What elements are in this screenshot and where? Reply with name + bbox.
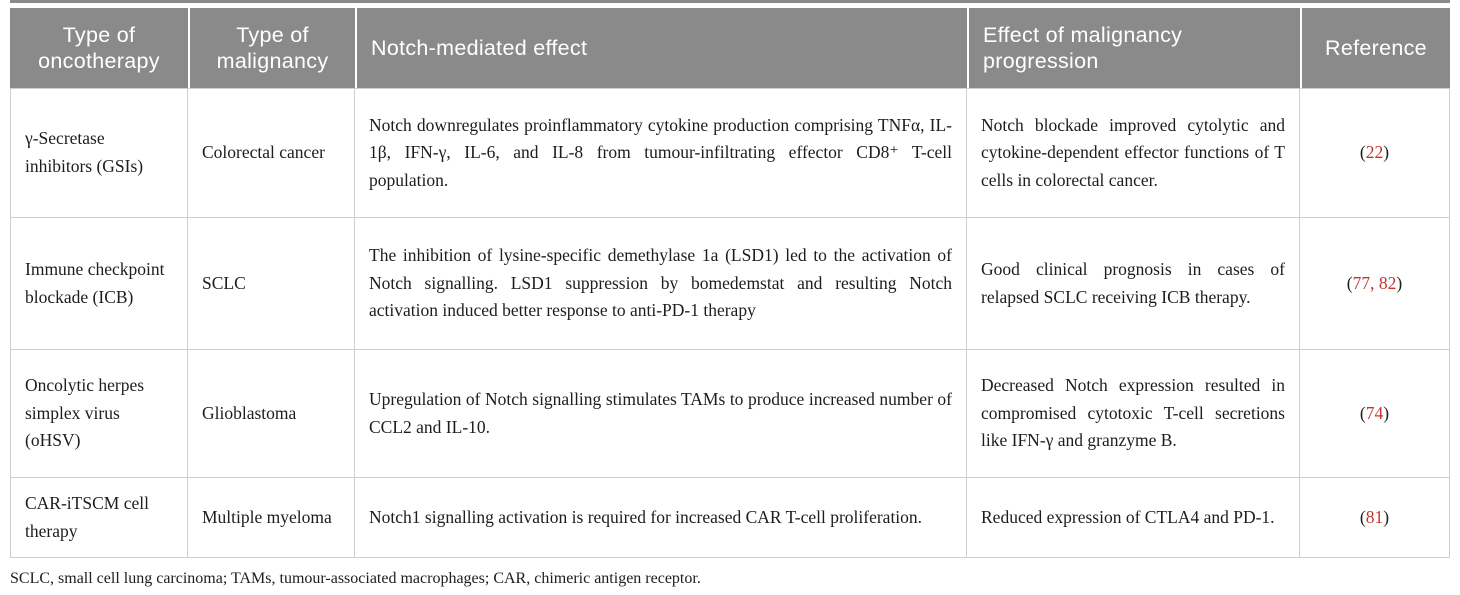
table-top-border	[10, 0, 1450, 3]
cell-notch-effect: Notch1 signalling activation is required…	[355, 478, 967, 559]
column-header-malignancy: Type of malignancy	[188, 8, 355, 88]
cell-malignancy: SCLC	[188, 218, 355, 350]
cell-notch-effect: Upregulation of Notch signalling stimula…	[355, 350, 967, 478]
cell-reference: (22)	[1300, 88, 1450, 218]
cell-oncotherapy: Immune checkpoint blockade (ICB)	[10, 218, 188, 350]
reference-link[interactable]: 77, 82	[1352, 272, 1397, 293]
reference-paren-close: )	[1383, 142, 1390, 163]
cell-malignancy: Colorectal cancer	[188, 88, 355, 218]
cell-reference: (77, 82)	[1300, 218, 1450, 350]
table-row: Oncolytic herpes simplex virus (oHSV)Gli…	[10, 350, 1450, 478]
cell-progression: Notch blockade improved cytolytic and cy…	[967, 88, 1300, 218]
reference-link[interactable]: 22	[1365, 142, 1384, 163]
column-header-notch-effect: Notch-mediated effect	[355, 8, 967, 88]
cell-malignancy: Multiple myeloma	[188, 478, 355, 559]
cell-progression: Good clinical prognosis in cases of rela…	[967, 218, 1300, 350]
table-header-row: Type of oncotherapy Type of malignancy N…	[10, 8, 1450, 88]
reference-paren-open: (	[1359, 506, 1366, 527]
cell-progression: Reduced expression of CTLA4 and PD-1.	[967, 478, 1300, 559]
reference-paren-open: (	[1346, 272, 1353, 293]
cell-oncotherapy: CAR-iTSCM cell therapy	[10, 478, 188, 559]
reference-paren-close: )	[1383, 506, 1390, 527]
table-body: γ-Secretase inhibitors (GSIs)Colorectal …	[10, 88, 1450, 559]
cell-oncotherapy: Oncolytic herpes simplex virus (oHSV)	[10, 350, 188, 478]
cell-reference: (81)	[1300, 478, 1450, 559]
cell-malignancy: Glioblastoma	[188, 350, 355, 478]
reference-paren-close: )	[1396, 272, 1403, 293]
reference-paren-close: )	[1383, 402, 1390, 423]
cell-progression: Decreased Notch expression resulted in c…	[967, 350, 1300, 478]
column-header-reference: Reference	[1300, 8, 1450, 88]
reference-link[interactable]: 81	[1365, 506, 1384, 527]
oncotherapy-table: Type of oncotherapy Type of malignancy N…	[10, 8, 1450, 559]
cell-notch-effect: Notch downregulates proinflammatory cyto…	[355, 88, 967, 218]
table-footnote: SCLC, small cell lung carcinoma; TAMs, t…	[10, 570, 701, 588]
column-header-progression: Effect of malignancy progression	[967, 8, 1300, 88]
reference-paren-open: (	[1359, 142, 1366, 163]
column-header-oncotherapy: Type of oncotherapy	[10, 8, 188, 88]
table-row: γ-Secretase inhibitors (GSIs)Colorectal …	[10, 88, 1450, 218]
cell-oncotherapy: γ-Secretase inhibitors (GSIs)	[10, 88, 188, 218]
cell-reference: (74)	[1300, 350, 1450, 478]
reference-link[interactable]: 74	[1365, 402, 1384, 423]
reference-paren-open: (	[1359, 402, 1366, 423]
cell-notch-effect: The inhibition of lysine-specific demeth…	[355, 218, 967, 350]
